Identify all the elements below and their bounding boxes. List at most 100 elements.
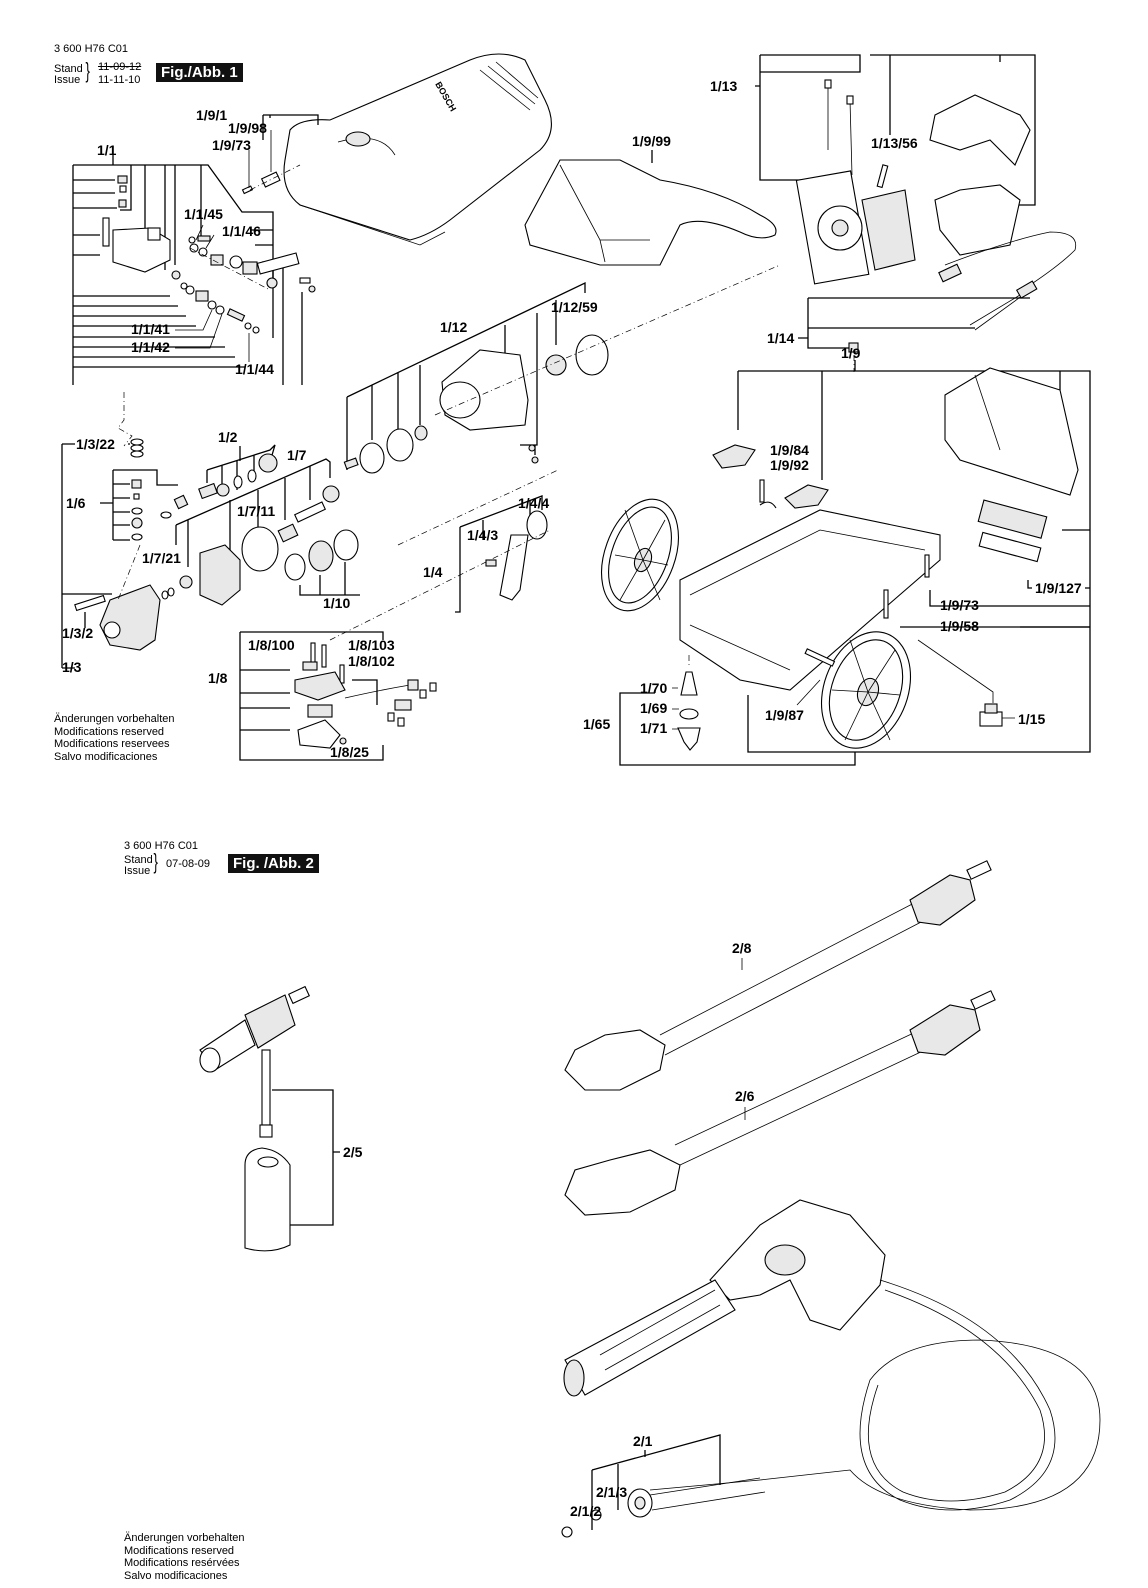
label-1-14: 1/14 [767,330,794,346]
bracket-1-3 [61,443,130,668]
label-1-9-73: 1/9/73 [212,137,251,153]
axis-line [329,529,551,641]
label-1-9: 1/9 [841,345,861,361]
fig1-brace: } [85,58,90,83]
bracket-1-10 [299,562,360,596]
leader-1-9-73-98 [248,130,272,188]
label-1-9-1: 1/9/1 [196,107,227,123]
bracket-2-5 [272,1089,340,1226]
label-2-8: 2/8 [732,940,752,956]
fig1-stand-label: Stand [54,63,83,75]
bracket-1-2 [206,444,276,490]
label-1-15: 1/15 [1018,711,1045,727]
fig2-issue-label: Issue [124,865,151,877]
fig2-date: 07-08-09 [166,858,211,870]
note-line: Modifications reserved [124,1544,235,1557]
label-2-6: 2/6 [735,1088,755,1104]
label-1-9-73b: 1/9/73 [940,597,979,613]
note-line: Änderungen vorbehalten [124,1532,245,1544]
label-1-71: 1/71 [640,720,667,736]
label-1-4-4: 1/4/4 [518,495,549,511]
screw-and-sleeve-1-9-73-98 [241,164,301,195]
label-1-8: 1/8 [208,670,228,686]
lance-2-8 [564,860,992,1091]
switch-parts-1-8 [294,642,437,749]
label-1-9-92: 1/9/92 [770,457,809,473]
hose-fitting-2-1 [561,1477,766,1538]
note-line: Modifications reserved [54,725,165,738]
outlet-parts-1-4 [485,510,548,601]
label-1-13: 1/13 [710,78,737,94]
parts-1-2 [198,453,278,500]
axis-line [397,469,559,546]
bracket-1-13 [755,54,1036,206]
handle-part-1-9-99 [524,159,777,266]
bracket-1-14 [798,297,1030,349]
label-1-1: 1/1 [97,142,117,158]
link-1-1-to-1-3 [117,392,133,447]
label-1-8-103: 1/8/103 [348,637,395,653]
bracket-1-12 [346,281,586,470]
note-line: Salvo modificaciones [124,1569,228,1582]
label-1-4: 1/4 [423,564,443,580]
leader-1-3-2 [62,612,86,669]
label-1-7: 1/7 [287,447,307,463]
parts-1-7 [161,485,359,606]
label-1-9-99: 1/9/99 [632,133,671,149]
label-1-8-102: 1/8/102 [348,653,395,669]
fig1-issue-date: 11-11-10 [98,74,141,86]
label-1-7-21: 1/7/21 [142,550,181,566]
label-1-69: 1/69 [640,700,667,716]
label-2-5: 2/5 [343,1144,363,1160]
valve-body-1-1 [102,175,171,273]
label-1-12: 1/12 [440,319,467,335]
top-cover-part: BOSCH [283,53,552,246]
label-1-9-58: 1/9/58 [940,618,979,634]
label-1-1-44: 1/1/44 [235,361,274,377]
bracket-1-9 [737,360,1091,753]
bracket-1-4 [455,495,543,613]
label-1-3-2: 1/3/2 [62,625,93,641]
note-line: Modifications resérvées [124,1557,240,1569]
fig1-stand-date: 11-09-12 [98,61,142,73]
label-1-1-41: 1/1/41 [131,321,170,337]
part-1-15 [917,639,1015,727]
label-1-13-56: 1/13/56 [871,135,918,151]
wheel-left [601,498,679,612]
bracket-1-8 [239,631,384,761]
label-1-3-22: 1/3/22 [76,436,115,452]
inlet-parts-1-65 [672,655,701,751]
bracket-1-1 [72,155,303,385]
leaders-1-9-sub [900,580,1090,628]
chassis-parts-1-9 [679,367,1079,691]
spring-1-3-22 [130,438,144,458]
leader-1-9-87 [796,679,821,706]
label-2-1-2: 2/1/2 [570,1503,601,1519]
label-1-12-59: 1/12/59 [551,299,598,315]
bracket-2-1 [591,1434,721,1530]
note-line: Salvo modificaciones [54,750,158,763]
gear-housing-parts-1-12 [343,264,781,474]
note-line: Modifications reservees [54,738,170,750]
label-1-7-11: 1/7/11 [237,503,275,519]
label-2-1-3: 2/1/3 [596,1484,627,1500]
hose [649,1279,1101,1511]
label-1-8-25: 1/8/25 [330,744,369,760]
label-1-1-46: 1/1/46 [222,223,261,239]
fig2-doc-code: 3 600 H76 C01 [124,840,198,852]
label-1-9-98: 1/9/98 [228,120,267,136]
note-line: Änderungen vorbehalten [54,713,175,725]
cable-parts-1-14 [848,280,1038,372]
label-1-65: 1/65 [583,716,610,732]
wheel-right [804,631,912,749]
fig2-badge: Fig. /Abb. 2 [228,854,319,873]
label-1-9-84: 1/9/84 [770,442,809,458]
bracket-1-6 [100,469,178,541]
label-1-10: 1/10 [323,595,350,611]
foam-nozzle-2-5 [199,985,311,1252]
bracket-1-7 [175,458,331,567]
label-1-2: 1/2 [218,429,238,445]
trigger-gun [563,1199,886,1397]
bracket-1-65 [619,692,856,766]
